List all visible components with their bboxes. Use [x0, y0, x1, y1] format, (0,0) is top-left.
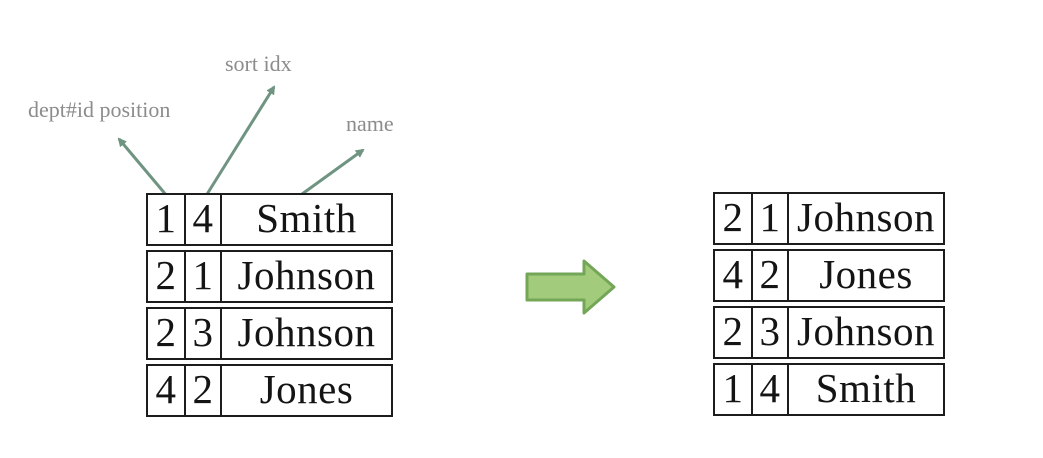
unsorted-table: 1 4 Smith 2 1 Johnson 2 3 Johnson 4 2 Jo…: [146, 193, 393, 417]
dept-id-pointer-arrow-icon: [117, 137, 169, 197]
cell-dept-id: 1: [155, 195, 177, 241]
cell-dept-id: 2: [722, 308, 744, 354]
cell-sort-idx: 4: [751, 365, 787, 414]
cell-sort-idx: 2: [184, 366, 220, 415]
table-row: 1 4 Smith: [146, 193, 393, 246]
cell-name: Jones: [220, 366, 391, 415]
cell-name: Johnson: [787, 308, 943, 357]
table-row: 4 2 Jones: [713, 249, 945, 302]
cell-sort-idx: 2: [751, 251, 787, 300]
cell-name: Johnson: [787, 194, 943, 243]
table-row: 2 1 Johnson: [146, 250, 393, 303]
table-row: 4 2 Jones: [146, 364, 393, 417]
cell-sort-idx: 4: [184, 195, 220, 244]
sort-idx-pointer-arrow-icon: [202, 85, 276, 200]
cell-name: Jones: [787, 251, 943, 300]
name-column-label: name: [346, 111, 394, 136]
cell-sort-idx: 1: [751, 194, 787, 243]
dept-id-column-label: dept#id position: [28, 97, 171, 122]
sort-idx-column-label: sort idx: [225, 51, 292, 76]
cell-dept-id: 2: [155, 252, 177, 298]
cell-name: Smith: [220, 195, 391, 244]
cell-name: Johnson: [220, 252, 391, 301]
sorted-table: 2 1 Johnson 4 2 Jones 2 3 Johnson 1 4 Sm…: [713, 192, 945, 416]
cell-dept-id: 4: [155, 366, 177, 412]
cell-name: Johnson: [220, 309, 391, 358]
table-row: 2 3 Johnson: [713, 306, 945, 359]
cell-sort-idx: 1: [184, 252, 220, 301]
cell-dept-id: 1: [722, 365, 744, 411]
cell-dept-id: 2: [722, 194, 744, 240]
cell-name: Smith: [787, 365, 943, 414]
table-row: 2 1 Johnson: [713, 192, 945, 245]
transform-right-arrow-icon: [525, 259, 616, 315]
table-row: 1 4 Smith: [713, 363, 945, 416]
cell-dept-id: 4: [722, 251, 744, 297]
cell-sort-idx: 3: [751, 308, 787, 357]
cell-sort-idx: 3: [184, 309, 220, 358]
cell-dept-id: 2: [155, 309, 177, 355]
table-row: 2 3 Johnson: [146, 307, 393, 360]
